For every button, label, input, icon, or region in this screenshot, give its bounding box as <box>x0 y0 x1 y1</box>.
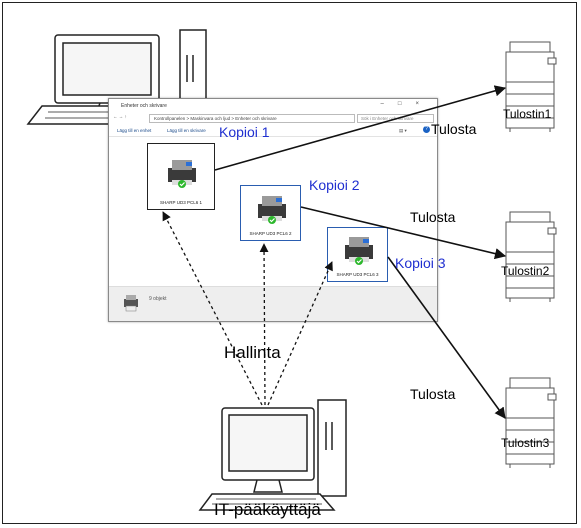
view-options-icon[interactable]: ▤ ▾ <box>399 128 407 133</box>
manage-label: Hallinta <box>224 343 281 362</box>
mfp-printer-icon <box>345 237 373 265</box>
printer-2-label: Tulostin2 <box>501 264 550 278</box>
device-tile-3[interactable]: SHARP UD3 PCL6 3 <box>327 227 388 282</box>
manage-arrow-2 <box>259 243 269 406</box>
help-icon[interactable]: ? <box>423 126 430 133</box>
print-arrows <box>214 85 507 419</box>
address-bar[interactable]: Kontrollpanelen > Maskinvara och ljud > … <box>149 114 355 123</box>
manage-arrows <box>162 211 333 406</box>
printer-3-icon <box>505 377 557 468</box>
device-name: SHARP UD3 PCL6 1 <box>160 200 202 205</box>
window-statusbar: 9 objekt <box>109 286 437 321</box>
window-title: Enheter och skrivare <box>121 102 167 109</box>
add-device-button[interactable]: Lägg till en enhet <box>117 128 152 133</box>
device-name: SHARP UD3 PCL6 2 <box>249 231 292 236</box>
copy-label-2: Kopioi 2 <box>309 177 360 193</box>
address-bar-row: ← → ↑ Kontrollpanelen > Maskinvara och l… <box>109 112 437 124</box>
print-label-3: Tulosta <box>410 386 456 402</box>
device-tile-1[interactable]: SHARP UD3 PCL6 1 <box>147 143 215 210</box>
printer-1-label: Tulostin1 <box>503 107 552 121</box>
device-tile-2[interactable]: SHARP UD3 PCL6 2 <box>240 185 301 241</box>
nav-arrows-icon[interactable]: ← → ↑ <box>113 114 127 119</box>
mfp-printer-icon <box>258 196 286 224</box>
manage-arrow-3 <box>267 261 333 406</box>
window-controls[interactable]: –□× <box>380 101 433 107</box>
copy-label-3: Kopioi 3 <box>395 255 446 271</box>
copy-label-1: Kopioi 1 <box>219 124 270 140</box>
admin-computer-icon <box>198 399 347 511</box>
print-arrow-3 <box>387 256 506 419</box>
search-input[interactable]: Sök i Enheter och skrivare <box>357 114 434 123</box>
mfp-printer-icon <box>168 160 196 188</box>
window-titlebar: Enheter och skrivare <box>109 99 437 112</box>
admin-label: IT-pääkäyttäjä <box>214 500 321 519</box>
manage-arrow-1 <box>162 211 263 406</box>
diagram-frame <box>2 2 577 524</box>
printer-small-icon <box>124 295 138 312</box>
window-toolbar: Lägg till en enhet Lägg till en skrivare… <box>109 125 437 137</box>
print-label-2: Tulosta <box>410 209 456 225</box>
printer-1-icon <box>505 41 557 132</box>
print-arrow-1 <box>214 85 507 171</box>
print-arrow-2 <box>300 206 507 260</box>
object-count: 9 objekt <box>149 296 167 302</box>
printer-3-label: Tulostin3 <box>501 436 550 450</box>
print-label-1: Tulosta <box>431 121 477 137</box>
add-printer-button[interactable]: Lägg till en skrivare <box>167 128 206 133</box>
device-name: SHARP UD3 PCL6 3 <box>336 272 379 277</box>
printer-2-icon <box>505 211 557 302</box>
